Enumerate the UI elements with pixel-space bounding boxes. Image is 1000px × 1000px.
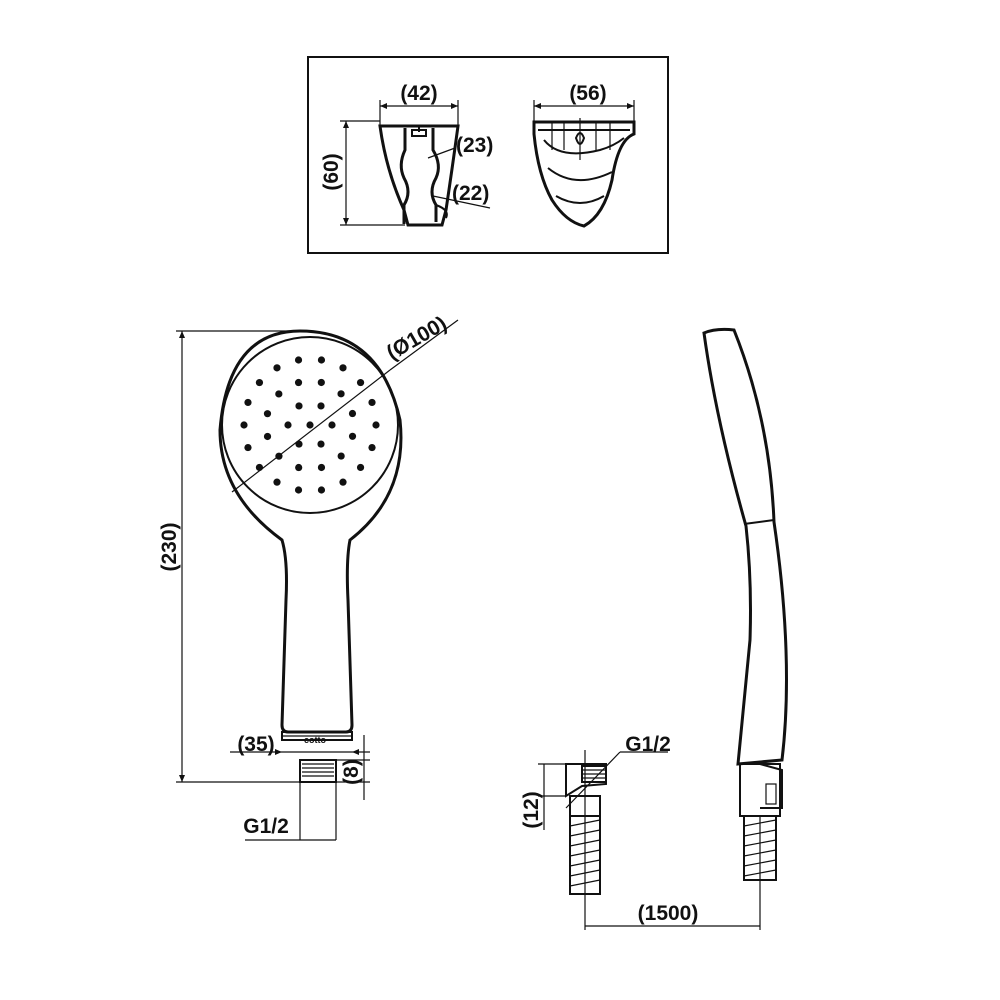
hose-nut — [565, 763, 607, 817]
nozzle — [368, 398, 376, 407]
nozzle — [255, 378, 264, 387]
nozzle — [273, 364, 281, 372]
label-holder-height: (60) — [320, 153, 343, 190]
label-length: (230) — [158, 522, 181, 571]
nozzle — [339, 478, 347, 486]
dim-hose-length: (1500) — [585, 902, 760, 927]
spray-nozzles — [240, 356, 380, 494]
nozzle — [317, 378, 325, 387]
nozzle — [294, 486, 303, 494]
nozzle — [317, 402, 325, 410]
spray-face — [221, 336, 399, 514]
label-thread-hose: G1/2 — [625, 733, 671, 756]
nozzle — [263, 432, 272, 441]
nozzle — [255, 463, 264, 472]
nozzle — [339, 364, 347, 372]
nozzle — [240, 421, 248, 429]
dim-handle-end: (35) — [230, 733, 370, 756]
dim-nut-height: (12) — [520, 763, 566, 830]
thread-connector — [299, 759, 337, 783]
nozzle — [244, 443, 252, 452]
handshower-front-view: cotto — [218, 329, 403, 840]
handshower-side-view — [702, 327, 788, 870]
nozzle — [372, 421, 380, 429]
nozzle — [294, 378, 303, 387]
nozzle — [295, 463, 303, 472]
nozzle — [348, 432, 357, 440]
label-holder-width-side: (56) — [569, 82, 606, 105]
nozzle — [284, 421, 292, 429]
nozzle — [317, 463, 326, 472]
label-holder-inner-bottom: (22) — [452, 182, 489, 205]
nozzle — [273, 478, 281, 486]
dim-holder-width-front: (42) — [379, 82, 459, 126]
label-holder-inner-top: (23) — [456, 134, 493, 157]
label-thread-front: G1/2 — [243, 815, 289, 838]
label-diameter: (Ø100) — [383, 312, 451, 365]
nozzle — [356, 463, 365, 472]
nozzle — [348, 409, 357, 418]
nozzle — [275, 390, 283, 398]
dim-holder-width-side: (56) — [533, 82, 635, 122]
nozzle — [317, 486, 326, 494]
holder-frame — [307, 56, 669, 254]
brand-mark: cotto — [304, 735, 326, 745]
label-handle-end: (35) — [237, 733, 274, 756]
holder-side-view — [532, 118, 636, 228]
label-nut-height: (12) — [520, 791, 543, 828]
dim-thread-length: (8) — [336, 735, 370, 800]
nozzle — [328, 421, 336, 429]
nozzle — [306, 421, 314, 429]
dim-length: (230) — [158, 330, 300, 783]
holder-front-view — [378, 124, 460, 227]
label-holder-width-front: (42) — [400, 82, 437, 105]
label-hose-length: (1500) — [638, 902, 699, 925]
nozzle — [368, 443, 376, 452]
nozzle — [356, 378, 365, 387]
nozzle — [263, 410, 272, 418]
nozzle — [337, 452, 345, 460]
label-thread-length: (8) — [340, 759, 363, 785]
nozzle — [317, 356, 326, 364]
nozzle — [294, 356, 303, 364]
nozzle — [295, 402, 303, 410]
nozzle — [337, 390, 345, 398]
nozzle — [244, 398, 252, 407]
dim-holder-height: (60) — [320, 120, 405, 226]
nozzle — [317, 440, 325, 448]
